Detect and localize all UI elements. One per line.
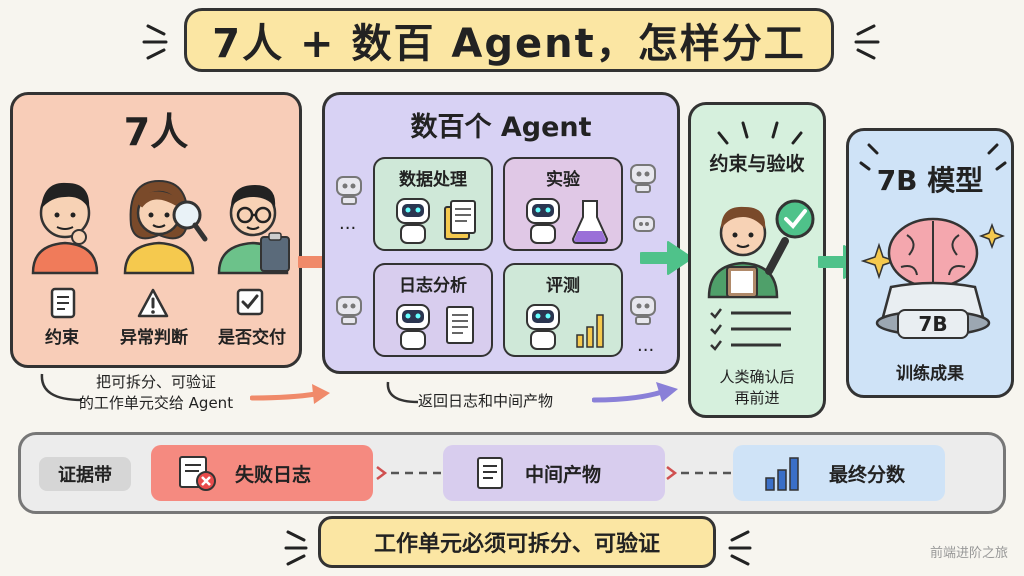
evidence-item-label: 最终分数 xyxy=(829,463,906,486)
side-robot-icon xyxy=(630,164,656,193)
document-icon xyxy=(50,287,76,319)
side-robot-icon xyxy=(633,216,655,232)
people-note-line1: 把可拆分、可验证 xyxy=(95,373,216,391)
checkbox-icon xyxy=(236,288,264,316)
verify-heading: 约束与验收 xyxy=(709,153,805,175)
card-label: 实验 xyxy=(546,170,580,190)
return-hook xyxy=(386,381,419,404)
agents-ellipsis-right: ... xyxy=(637,335,655,356)
evidence-item-failure-log: 失败日志 xyxy=(151,445,373,501)
verify-note: 人类确认后 再前进 xyxy=(691,367,823,409)
checklist-icon xyxy=(710,308,791,351)
person-magnifier-icon xyxy=(123,179,208,275)
agent-card-log-analysis: 日志分析 xyxy=(373,263,493,357)
watermark: 前端进阶之旅 xyxy=(929,546,1008,561)
footer-pill: 工作单元必须可拆分、可验证 xyxy=(318,516,716,568)
sparkle-left-icon xyxy=(142,24,168,60)
agents-panel: 数百个 Agent ... ... 数据处理 xyxy=(322,92,680,374)
evidence-item-intermediate: 中间产物 xyxy=(443,445,665,501)
footer-sparkle-right-icon xyxy=(728,530,752,566)
people-panel: 7人 xyxy=(10,92,302,368)
return-note: 返回日志和中间产物 xyxy=(418,392,554,410)
people-note-line2: 的工作单元交给 Agent xyxy=(78,394,234,412)
warning-icon xyxy=(137,288,169,318)
verify-note-line1: 人类确认后 xyxy=(719,368,795,386)
final-score-chart-icon xyxy=(765,457,799,491)
footer-text: 工作单元必须可拆分、可验证 xyxy=(373,532,660,557)
evidence-item-label: 失败日志 xyxy=(235,463,312,486)
verify-panel: 约束与验收 人类确认后 再前进 xyxy=(688,102,826,418)
title-text: 7人 + 数百 Agent，怎样分工 xyxy=(212,21,806,67)
footer-sparkle-left-icon xyxy=(284,530,308,566)
verify-sparkle-icon xyxy=(717,121,803,145)
failure-log-icon xyxy=(179,456,216,491)
role-label-exception: 异常判断 xyxy=(120,328,188,348)
side-robot-icon xyxy=(630,296,656,325)
side-robot-icon xyxy=(336,296,362,325)
evidence-label: 证据带 xyxy=(39,457,131,491)
robot-documents-icon xyxy=(396,198,476,244)
arrow-return-to-verify xyxy=(592,382,678,403)
robot-bar-chart-icon xyxy=(526,304,604,350)
agent-card-data-processing: 数据处理 xyxy=(373,157,493,251)
card-label: 数据处理 xyxy=(399,170,467,190)
card-label: 评测 xyxy=(546,276,580,296)
agent-card-experiment: 实验 xyxy=(503,157,623,251)
dashed-arrow-1 xyxy=(376,466,457,480)
verify-note-line2: 再前进 xyxy=(734,389,780,407)
model-panel: 7B 模型 7B 训练成果 xyxy=(846,128,1014,398)
people-heading: 7人 xyxy=(123,110,189,154)
agent-card-evaluation: 评测 xyxy=(503,263,623,357)
model-caption: 训练成果 xyxy=(896,364,964,384)
card-label: 日志分析 xyxy=(399,276,467,296)
arrow-agents-to-verify xyxy=(640,241,693,275)
evidence-item-final-score: 最终分数 xyxy=(733,445,945,501)
note-hook-left xyxy=(40,373,83,402)
agents-heading: 数百个 Agent xyxy=(410,112,592,143)
model-sparkle-icon xyxy=(859,143,1007,171)
arrow-to-agents-note xyxy=(250,384,330,404)
intermediate-document-icon xyxy=(477,457,503,489)
person-clipboard-icon xyxy=(217,185,290,275)
evidence-item-label: 中间产物 xyxy=(525,463,602,486)
robot-flask-icon xyxy=(526,198,609,244)
robot-log-document-icon xyxy=(396,304,474,350)
model-heading: 7B 模型 xyxy=(876,164,984,197)
people-note: 把可拆分、可验证 的工作单元交给 Agent xyxy=(66,372,246,414)
agents-ellipsis-left: ... xyxy=(339,213,357,234)
page-title: 7人 + 数百 Agent，怎样分工 xyxy=(184,8,834,72)
evidence-band: 证据带 失败日志 中间产物 最终分 xyxy=(18,432,1006,514)
role-label-delivery: 是否交付 xyxy=(218,328,286,348)
people-illustration xyxy=(31,179,290,275)
person-approving-icon xyxy=(707,199,815,299)
model-plate: 7B xyxy=(897,309,969,339)
person-thinking-icon xyxy=(31,182,99,275)
sparkle-right-icon xyxy=(854,24,880,60)
role-label-constraint: 约束 xyxy=(45,328,79,348)
side-robot-icon xyxy=(336,176,362,205)
